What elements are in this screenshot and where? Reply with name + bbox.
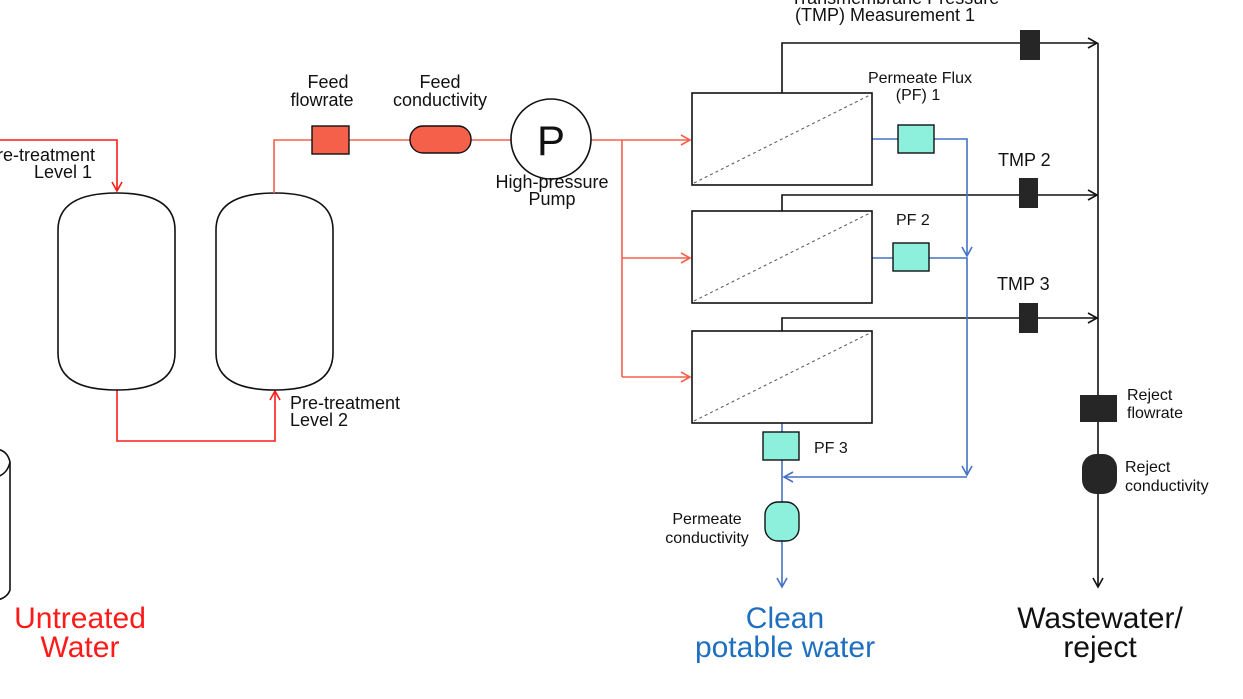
pump-label: High-pressure Pump <box>495 172 608 209</box>
pretreatment-1-label: Pre-treatment Level 1 <box>0 145 95 182</box>
tmp2-sensor <box>1019 178 1038 208</box>
reject-line-2 <box>781 189 1099 211</box>
pf2-sensor <box>892 242 930 272</box>
svg-text:Water: Water <box>41 631 120 664</box>
wastewater-label: Wastewater/ reject <box>1017 602 1183 664</box>
svg-text:flowrate: flowrate <box>1127 405 1183 422</box>
reject-line-1 <box>781 37 1099 93</box>
svg-text:reject: reject <box>1063 631 1137 664</box>
tmp3-sensor <box>1019 303 1038 333</box>
feed-conductivity-label: Feed conductivity <box>393 72 487 110</box>
svg-text:Reject: Reject <box>1125 459 1171 476</box>
svg-text:Clean: Clean <box>746 602 824 635</box>
svg-text:Level 1: Level 1 <box>34 162 92 182</box>
svg-text:flowrate: flowrate <box>290 90 353 110</box>
svg-text:conductivity: conductivity <box>1125 478 1209 495</box>
untreated-water-tank <box>0 449 11 600</box>
svg-text:Pre-treatment: Pre-treatment <box>290 393 400 413</box>
reject-conductivity-label: Reject conductivity <box>1125 459 1209 495</box>
svg-text:Permeate: Permeate <box>672 511 741 528</box>
permeate-conductivity-label: Permeate conductivity <box>665 511 749 547</box>
svg-text:Feed: Feed <box>307 72 348 92</box>
pump-symbol: P <box>537 117 565 164</box>
svg-text:Untreated: Untreated <box>14 602 146 635</box>
svg-text:conductivity: conductivity <box>393 90 487 110</box>
untreated-inlet-line <box>0 139 123 193</box>
tank1-to-tank2-line <box>116 389 281 442</box>
membrane-module-2 <box>691 210 873 304</box>
membrane-module-1 <box>691 92 873 186</box>
svg-text:Reject: Reject <box>1127 387 1173 404</box>
high-pressure-pump <box>510 98 592 180</box>
permeate-conductivity-sensor <box>764 501 800 542</box>
tmp2-label: TMP 2 <box>998 150 1051 170</box>
reject-conductivity-sensor <box>1082 454 1117 494</box>
permeate-line-2 <box>872 257 973 477</box>
pretreatment-tank-2 <box>215 192 334 391</box>
pf2-label: PF 2 <box>896 212 930 229</box>
pretreatment-tank-1 <box>57 192 176 391</box>
feed-line <box>273 139 512 193</box>
feed-flowrate-label: Feed flowrate <box>290 72 353 110</box>
tmp1-sensor <box>1020 30 1040 60</box>
svg-text:Level 2: Level 2 <box>290 410 348 430</box>
pretreatment-2-label: Pre-treatment Level 2 <box>290 393 400 430</box>
feed-flowrate-sensor <box>311 125 350 155</box>
svg-text:Pump: Pump <box>528 189 575 209</box>
svg-text:(TMP) Measurement 1: (TMP) Measurement 1 <box>795 5 975 25</box>
pf1-label: Permeate Flux (PF) 1 <box>868 70 972 104</box>
clean-water-label: Clean potable water <box>695 602 875 664</box>
svg-text:conductivity: conductivity <box>665 530 749 547</box>
reject-line-3 <box>781 312 1099 331</box>
tmp1-label: Transmembrane Pressure (TMP) Measurement… <box>791 0 999 25</box>
svg-text:potable water: potable water <box>695 631 875 664</box>
tmp3-label: TMP 3 <box>997 274 1050 294</box>
svg-text:Pre-treatment: Pre-treatment <box>0 145 95 165</box>
svg-text:High-pressure: High-pressure <box>495 172 608 192</box>
untreated-water-label: Untreated Water <box>14 602 146 664</box>
pf3-label: PF 3 <box>814 440 848 457</box>
membrane-module-3 <box>691 330 873 424</box>
untreated-tank-rim <box>0 461 11 477</box>
svg-text:(PF) 1: (PF) 1 <box>896 87 941 104</box>
svg-text:Permeate Flux: Permeate Flux <box>868 70 972 87</box>
reject-flowrate-label: Reject flowrate <box>1127 387 1183 422</box>
svg-text:Feed: Feed <box>419 72 460 92</box>
reject-flowrate-sensor <box>1080 395 1117 422</box>
pf3-sensor <box>762 431 800 461</box>
svg-text:Transmembrane Pressure: Transmembrane Pressure <box>791 0 999 8</box>
feed-conductivity-sensor <box>409 125 472 154</box>
pf1-sensor <box>897 124 935 154</box>
svg-text:Wastewater/: Wastewater/ <box>1017 602 1183 635</box>
permeate-line-1 <box>872 138 973 258</box>
